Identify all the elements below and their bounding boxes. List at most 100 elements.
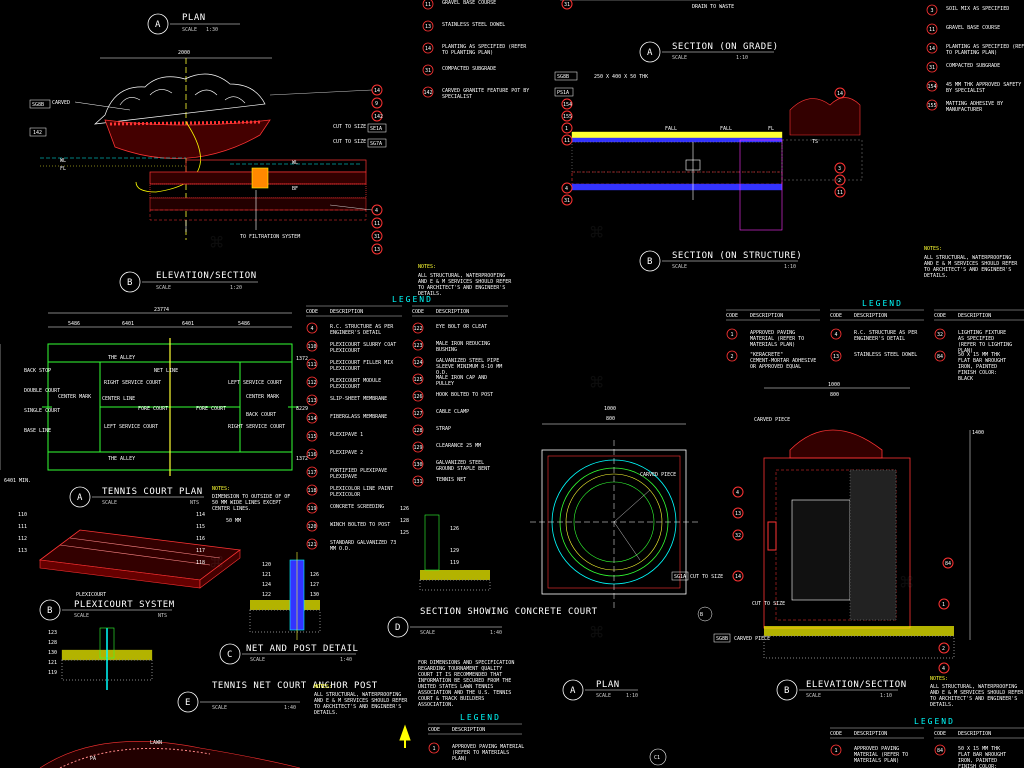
legend-code: 4 (835, 332, 838, 338)
svg-text:CENTER MARK: CENTER MARK (246, 394, 279, 400)
legend-code: 31 (929, 65, 935, 71)
pot-elevation-section: 2000 WL FL WL BF CARVED SG8B 142 14 9 (29, 50, 387, 255)
svg-text:119: 119 (450, 560, 459, 566)
svg-text:SCALE: SCALE (672, 55, 687, 61)
view-title-anchor-post: E TENNIS NET COURT ANCHOR POST SCALE 1:4… (177, 681, 377, 713)
svg-text:A: A (647, 48, 653, 58)
svg-text:1:10: 1:10 (626, 693, 638, 699)
legend-desc: TENNIS NET (436, 477, 466, 483)
legend-code: 155 (928, 103, 937, 109)
cut-to-size-1: CUT TO SIZE (333, 124, 366, 130)
legend-desc: COMPACTED SUBGRADE (946, 63, 1000, 69)
svg-text:126: 126 (450, 526, 459, 532)
svg-text:A: A (77, 493, 83, 503)
svg-text:⌘: ⌘ (210, 231, 223, 256)
wl-label: WL (60, 158, 66, 164)
svg-text:2: 2 (838, 178, 841, 184)
svg-text:THE ALLEY: THE ALLEY (108, 355, 135, 361)
svg-text:14: 14 (837, 91, 843, 97)
watermark: ⌘ ⌘ ⌘ ⌘ ⌘ ⌘ (210, 221, 913, 646)
svg-text:118: 118 (196, 560, 205, 566)
legend-item: 31 COMPACTED SUBGRADE (926, 61, 1000, 73)
pot-width-dim: 2000 (178, 50, 190, 56)
view-title-section-on-grade: A SECTION (ON GRADE) SCALE 1:10 (639, 41, 778, 63)
svg-text:CUT TO SIZE: CUT TO SIZE (690, 574, 723, 580)
legend-code: 125 (414, 377, 423, 383)
legend-desc: STAINLESS STEEL DOWEL (854, 352, 917, 358)
legend-desc: CLEARANCE 25 MM (436, 443, 481, 449)
to-filtration: TO FILTRATION SYSTEM (240, 234, 300, 240)
svg-text:113: 113 (18, 548, 27, 554)
fall-1: FALL (665, 126, 677, 132)
svg-text:NET LINE: NET LINE (154, 368, 178, 374)
svg-text:126: 126 (310, 572, 319, 578)
svg-text:129: 129 (450, 548, 459, 554)
legend-code-header: CODE (412, 309, 424, 315)
svg-text:SCALE: SCALE (672, 264, 687, 270)
legend-code: 116 (308, 452, 317, 458)
legend-code: 32 (937, 332, 943, 338)
svg-text:SECTION SHOWING CONCRETE COURT: SECTION SHOWING CONCRETE COURT (420, 607, 598, 617)
svg-text:SG8B: SG8B (716, 636, 728, 642)
legend-code: 117 (308, 470, 317, 476)
svg-text:SCALE: SCALE (596, 693, 611, 699)
svg-text:A: A (570, 686, 576, 696)
svg-text:4: 4 (565, 186, 568, 192)
svg-text:128: 128 (48, 640, 57, 646)
svg-text:1: 1 (942, 602, 945, 608)
svg-text:TENNIS COURT PLAN: TENNIS COURT PLAN (102, 487, 203, 497)
legend-code: 11 (425, 2, 431, 8)
svg-text:250 X 400 X 50 THK: 250 X 400 X 50 THK (594, 74, 648, 80)
svg-text:31: 31 (564, 2, 570, 8)
legend-code: 14 (929, 46, 935, 52)
svg-text:NET AND POST DETAIL: NET AND POST DETAIL (246, 644, 358, 654)
view-title-section-on-structure: B SECTION (ON STRUCTURE) SCALE 1:10 (639, 250, 802, 272)
svg-text:PS1A: PS1A (557, 90, 569, 96)
svg-text:6401: 6401 (122, 321, 134, 327)
legend-code: 154 (928, 84, 937, 90)
svg-text:FORE COURT: FORE COURT (138, 406, 168, 412)
svg-text:5486: 5486 (238, 321, 250, 327)
legend-desc: FIBERGLASS MEMBRANE (330, 414, 387, 420)
legend-code: 14 (425, 46, 431, 52)
legend-code: 1 (835, 748, 838, 754)
view-title-elev-b-bottom: B ELEVATION/SECTION SCALE 1:10 (776, 679, 906, 701)
svg-text:SG7A: SG7A (370, 141, 382, 147)
svg-text:124: 124 (262, 582, 271, 588)
svg-text:C: C (227, 650, 233, 660)
section-marker-b: C1 (649, 748, 667, 766)
legend-code: 1 (433, 746, 436, 752)
svg-text:SCALE: SCALE (74, 613, 89, 619)
svg-text:FORE COURT: FORE COURT (196, 406, 226, 412)
svg-text:1:40: 1:40 (284, 705, 296, 711)
legend-heading: LEGEND (460, 713, 501, 722)
legend-code: 124 (414, 360, 423, 366)
svg-text:A: A (155, 20, 161, 30)
legend-desc: CABLE CLAMP (436, 409, 469, 415)
svg-text:SG1A: SG1A (674, 574, 686, 580)
svg-text:SCALE: SCALE (212, 705, 227, 711)
